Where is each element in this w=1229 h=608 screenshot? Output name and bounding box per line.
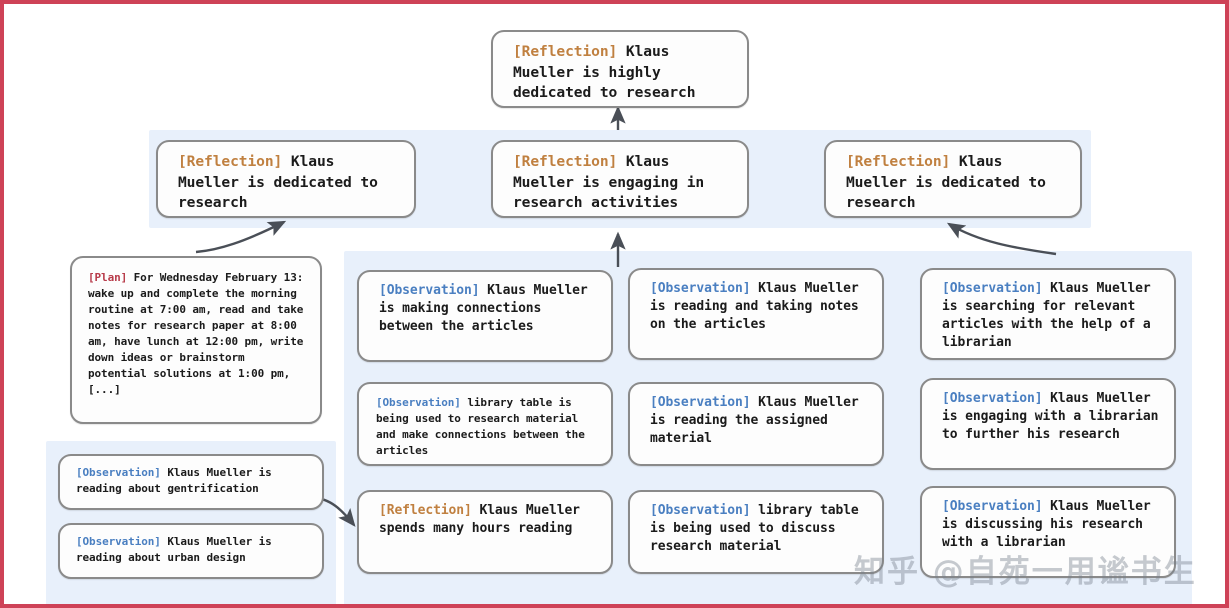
node-left-observation-2[interactable]: [Observation] Klaus Mueller is reading a… xyxy=(58,523,324,579)
tag-observation: [Observation] xyxy=(376,396,461,409)
tag-reflection: [Reflection] xyxy=(178,153,283,170)
node-text: Klaus Mueller is engaging in research ac… xyxy=(513,153,713,212)
tag-observation: [Observation] xyxy=(942,391,1043,406)
node-col-c-1[interactable]: [Observation] Klaus Mueller is searching… xyxy=(920,268,1176,360)
tag-observation: [Observation] xyxy=(650,281,751,296)
node-text: Klaus Mueller is highly dedicated to res… xyxy=(513,43,696,102)
tag-reflection: [Reflection] xyxy=(513,43,618,60)
node-text: Klaus Mueller is making connections betw… xyxy=(379,283,596,334)
node-col-a-2[interactable]: [Observation] library table is being use… xyxy=(357,382,613,466)
node-plan[interactable]: [Plan] For Wednesday February 13: wake u… xyxy=(70,256,322,424)
node-col-c-2[interactable]: [Observation] Klaus Mueller is engaging … xyxy=(920,378,1176,470)
tag-observation: [Observation] xyxy=(650,395,751,410)
tag-observation: [Observation] xyxy=(379,283,480,298)
node-col-b-1[interactable]: [Observation] Klaus Mueller is reading a… xyxy=(628,268,884,360)
node-text: library table is being used to research … xyxy=(376,396,592,457)
tag-plan: [Plan] xyxy=(88,271,128,284)
node-col-b-2[interactable]: [Observation] Klaus Mueller is reading t… xyxy=(628,382,884,466)
node-left-observation-1[interactable]: [Observation] Klaus Mueller is reading a… xyxy=(58,454,324,510)
node-text: Klaus Mueller is dedicated to research xyxy=(178,153,387,212)
tag-reflection: [Reflection] xyxy=(379,503,472,518)
node-text: Klaus Mueller is dedicated to research xyxy=(846,153,1055,212)
node-text: Klaus Mueller is reading about gentrific… xyxy=(76,466,279,495)
tag-observation: [Observation] xyxy=(650,503,751,518)
node-reflection-2[interactable]: [Reflection] Klaus Mueller is engaging i… xyxy=(491,140,749,218)
node-text: Klaus Mueller spends many hours reading xyxy=(379,503,588,536)
node-reflection-3[interactable]: [Reflection] Klaus Mueller is dedicated … xyxy=(824,140,1082,218)
node-col-a-1[interactable]: [Observation] Klaus Mueller is making co… xyxy=(357,270,613,362)
node-col-c-3[interactable]: [Observation] Klaus Mueller is discussin… xyxy=(920,486,1176,578)
node-text: Klaus Mueller is engaging with a librari… xyxy=(942,391,1167,442)
tag-observation: [Observation] xyxy=(942,499,1043,514)
node-text: library table is being used to discuss r… xyxy=(650,503,867,554)
tag-reflection: [Reflection] xyxy=(513,153,618,170)
tag-observation: [Observation] xyxy=(76,466,161,479)
node-col-a-3[interactable]: [Reflection] Klaus Mueller spends many h… xyxy=(357,490,613,574)
node-text: Klaus Mueller is reading the assigned ma… xyxy=(650,395,867,446)
node-text: Klaus Mueller is searching for relevant … xyxy=(942,281,1159,350)
tag-reflection: [Reflection] xyxy=(846,153,951,170)
node-text: For Wednesday February 13: wake up and c… xyxy=(88,271,310,396)
node-top-reflection[interactable]: [Reflection] Klaus Mueller is highly ded… xyxy=(491,30,749,108)
tag-observation: [Observation] xyxy=(942,281,1043,296)
arrow-colc-to-reflection-3 xyxy=(946,222,1057,256)
node-reflection-1[interactable]: [Reflection] Klaus Mueller is dedicated … xyxy=(156,140,416,218)
tag-observation: [Observation] xyxy=(76,535,161,548)
node-col-b-3[interactable]: [Observation] library table is being use… xyxy=(628,490,884,574)
node-text: Klaus Mueller is reading about urban des… xyxy=(76,535,279,564)
node-text: Klaus Mueller is discussing his research… xyxy=(942,499,1159,550)
node-text: Klaus Mueller is reading and taking note… xyxy=(650,281,867,332)
